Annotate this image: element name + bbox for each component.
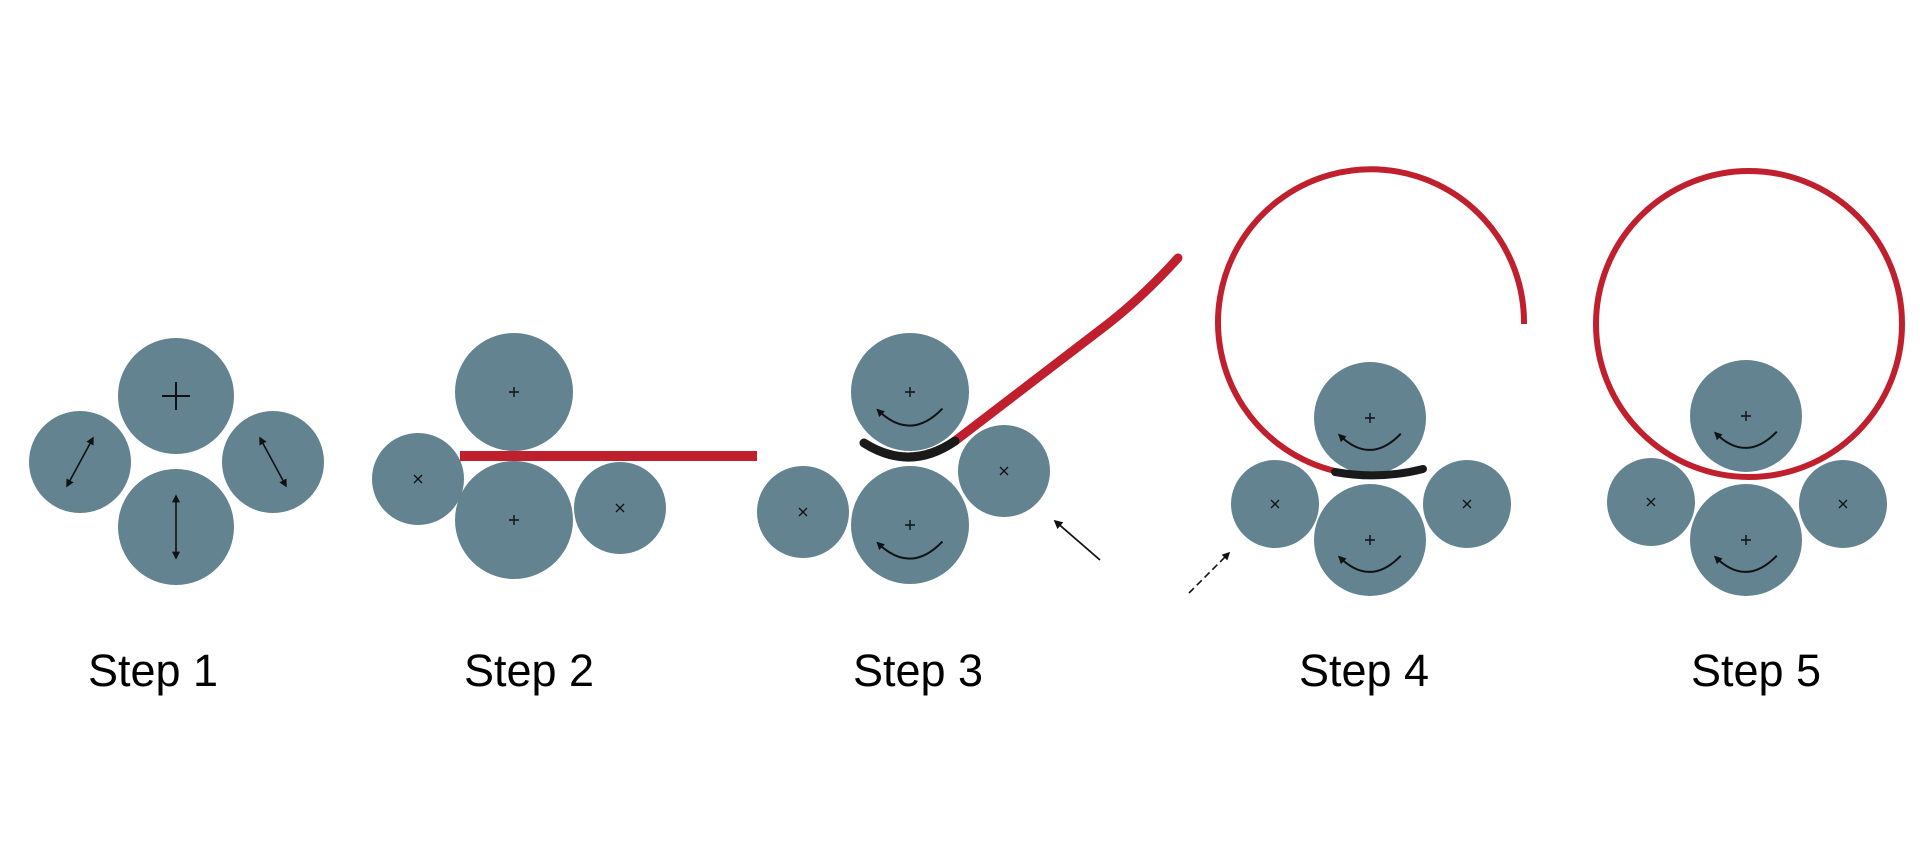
idle-x-icon: [798, 507, 808, 517]
step-5-label: Step 5: [1690, 645, 1822, 696]
step4-push-arrow-icon: [1188, 551, 1231, 594]
center-plus-icon: [1365, 535, 1375, 545]
idle-x-icon: [1646, 497, 1656, 507]
idle-x-icon: [1462, 499, 1472, 509]
rotation-arrow-icon: [876, 540, 944, 560]
center-plus-icon: [509, 515, 519, 525]
step1-adjust-arrows: [66, 436, 287, 560]
idle-x-icon: [999, 466, 1009, 476]
idle-x-icon: [1838, 499, 1848, 509]
center-plus-icon: [905, 387, 915, 397]
step3-pre-bent-plate: [950, 253, 1183, 446]
step-2-label: Step 2: [463, 645, 595, 696]
rotation-arrow-icon: [1714, 430, 1778, 449]
rotation-arrow-icon: [1338, 432, 1402, 451]
idle-x-icon: [615, 503, 625, 513]
rotation-arrow-icon: [1714, 554, 1778, 573]
step4-rolling-plate: [1215, 166, 1528, 474]
step3-pre-bend-edge: [859, 436, 960, 462]
center-plus-icon: [905, 520, 915, 530]
center-plus-icon: [1741, 535, 1751, 545]
center-plus-icon: [162, 382, 190, 410]
step-4-label: Step 4: [1298, 645, 1430, 696]
double-arrow-icon: [259, 436, 287, 488]
idle-x-icon: [413, 474, 423, 484]
center-plus-icon: [1365, 413, 1375, 423]
step4-bend-edge: [1331, 465, 1427, 480]
double-arrow-icon: [66, 436, 94, 488]
rotation-arrow-icon: [1338, 554, 1402, 573]
step-3-label: Step 3: [852, 645, 984, 696]
step5-finished-ring: [1593, 168, 1905, 480]
center-plus-icon: [1741, 411, 1751, 421]
step-1-label: Step 1: [87, 645, 219, 696]
idle-x-icon: [1270, 499, 1280, 509]
center-plus-icon: [509, 387, 519, 397]
rotation-arrow-icon: [876, 407, 944, 427]
step3-push-arrow-icon: [1053, 519, 1101, 561]
